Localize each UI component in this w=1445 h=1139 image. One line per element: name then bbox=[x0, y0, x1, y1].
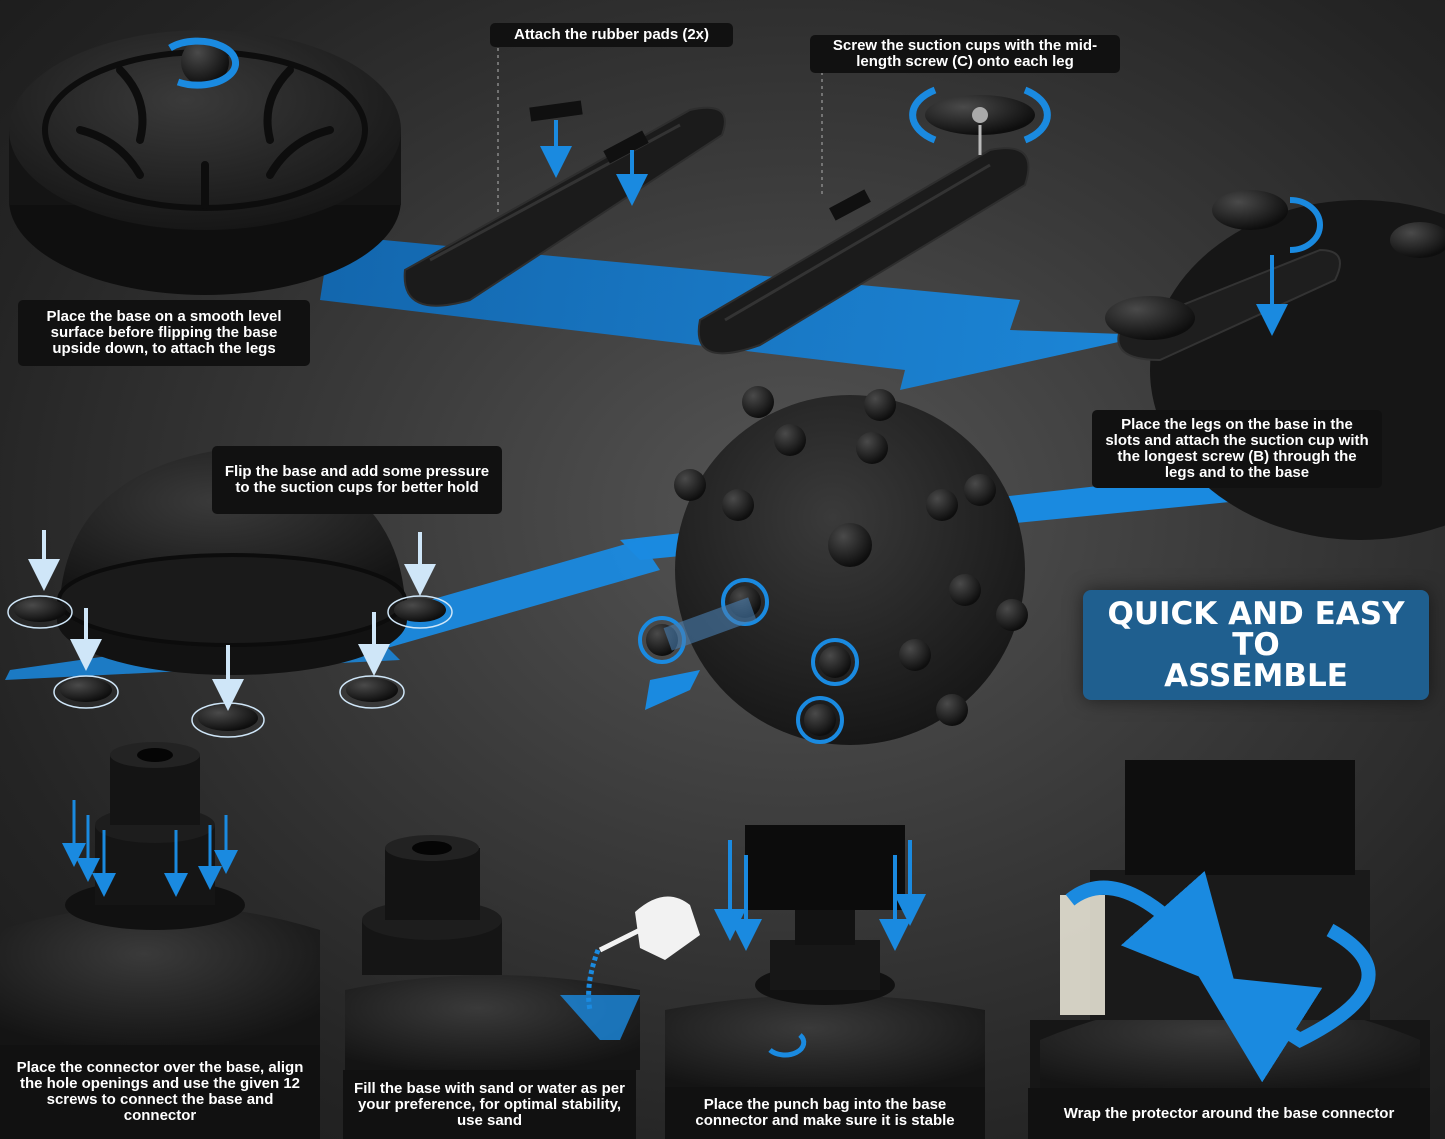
caption-rubber-pads: Attach the rubber pads (2x) bbox=[490, 23, 733, 47]
caption-punch-bag: Place the punch bag into the base connec… bbox=[665, 1087, 985, 1139]
caption-fill-base: Fill the base with sand or water as per … bbox=[343, 1070, 636, 1139]
leg-with-rubber-pads bbox=[403, 100, 726, 307]
punch-bag-into-base bbox=[665, 825, 985, 1090]
caption-place-base: Place the base on a smooth level surface… bbox=[18, 300, 310, 366]
caption-flip-base: Flip the base and add some pressure to t… bbox=[212, 446, 502, 514]
connector-over-base bbox=[0, 742, 320, 1045]
protector-wrap bbox=[1030, 760, 1430, 1090]
leg-with-suction-cup bbox=[697, 86, 1051, 355]
caption-place-legs: Place the legs on the base in the slots … bbox=[1092, 410, 1382, 488]
badge-line-2: TO bbox=[1232, 626, 1280, 663]
badge-line-3: ASSEMBLE bbox=[1164, 657, 1348, 694]
caption-suction-cups: Screw the suction cups with the mid-leng… bbox=[810, 35, 1120, 73]
badge-line-1: QUICK AND EASY bbox=[1107, 595, 1405, 632]
base-drum bbox=[9, 30, 401, 295]
quick-easy-badge: QUICK AND EASY TO ASSEMBLE bbox=[1083, 590, 1429, 700]
fill-base-scene bbox=[345, 835, 700, 1070]
caption-protector: Wrap the protector around the base conne… bbox=[1028, 1088, 1430, 1139]
caption-connector: Place the connector over the base, align… bbox=[0, 1045, 320, 1139]
base-top-view-legs bbox=[638, 386, 1028, 745]
